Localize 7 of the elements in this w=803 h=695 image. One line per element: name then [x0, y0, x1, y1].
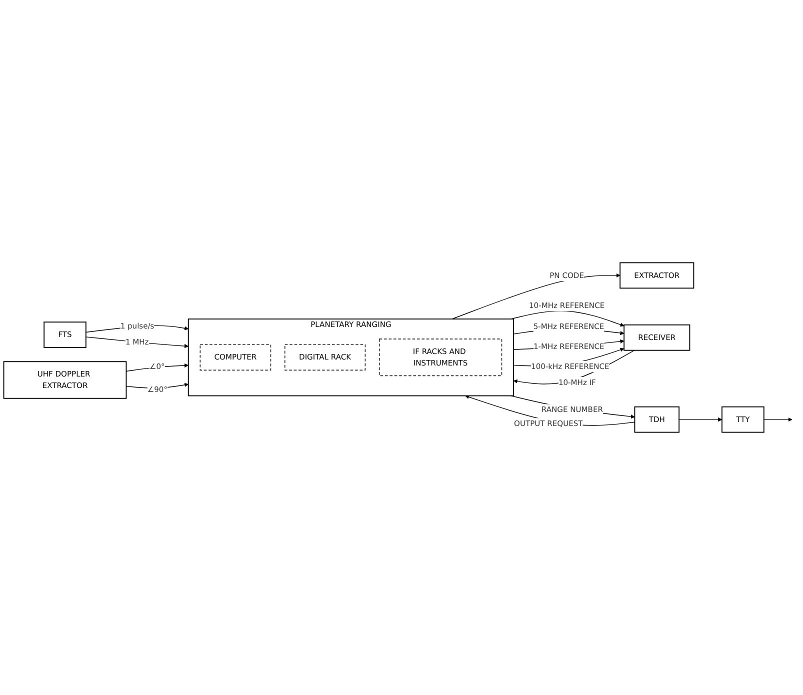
arrow [510, 395, 635, 419]
arrow [678, 418, 722, 422]
arrow [465, 395, 636, 426]
arrow [452, 273, 620, 320]
arrow [764, 418, 792, 422]
arrow [86, 336, 189, 348]
arrow [126, 363, 189, 372]
